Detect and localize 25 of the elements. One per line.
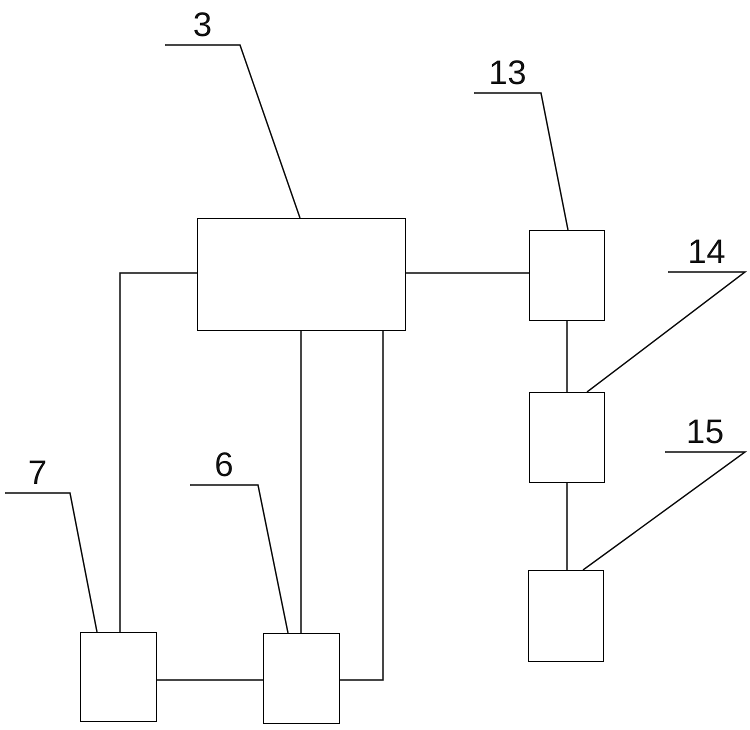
leader-line bbox=[582, 451, 748, 571]
callout-number: 7 bbox=[28, 453, 47, 493]
leader-line bbox=[586, 271, 748, 393]
leader-line bbox=[474, 92, 569, 230]
connector-line bbox=[406, 272, 529, 274]
callout-number: 6 bbox=[214, 445, 234, 485]
connector-line bbox=[300, 331, 302, 633]
connector-line bbox=[157, 679, 263, 681]
callout-number: 15 bbox=[686, 412, 724, 452]
leader-line bbox=[5, 492, 98, 632]
component-box bbox=[529, 230, 605, 321]
connector-line bbox=[566, 321, 568, 392]
component-box bbox=[197, 218, 406, 331]
component-box bbox=[528, 570, 604, 662]
connector-line bbox=[340, 331, 384, 681]
callout-number: 3 bbox=[193, 5, 212, 45]
leader-line bbox=[165, 44, 301, 218]
connector-line bbox=[119, 272, 197, 632]
component-box bbox=[80, 632, 157, 722]
leader-line bbox=[190, 484, 289, 634]
component-box bbox=[263, 633, 340, 724]
component-box bbox=[529, 392, 605, 483]
callout-number: 14 bbox=[688, 232, 726, 272]
connector-line bbox=[566, 483, 568, 570]
callout-number: 13 bbox=[488, 53, 526, 93]
